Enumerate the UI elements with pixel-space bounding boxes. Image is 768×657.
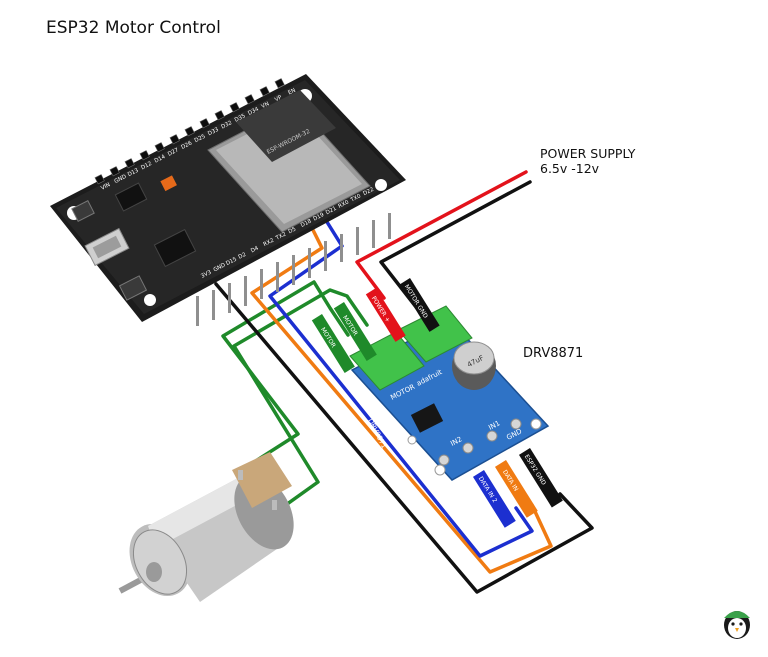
motor-green-wire-1 <box>221 280 350 473</box>
pin-label: TX2 <box>274 231 287 242</box>
pin-label: VP <box>274 94 284 103</box>
esp32-top-pin-labels: VIN GND D13 D12 D14 D27 D26 D25 D33 D32 … <box>100 88 297 192</box>
pin-label: GND <box>213 262 227 273</box>
pin-label: D27 <box>167 147 180 158</box>
pin-label: 3V3 <box>200 269 213 279</box>
tag-esp32-gnd <box>518 448 563 508</box>
pin-label: D34 <box>247 106 260 117</box>
power-red-wire <box>355 170 528 300</box>
pin-label: D5 <box>288 226 298 235</box>
pin-label: D2 <box>238 252 248 261</box>
esp32-gnd-black-wire <box>214 282 594 594</box>
data-orange-wire <box>250 226 553 574</box>
pin-label: D18 <box>300 218 313 229</box>
driver-module-text: DRV8871 <box>366 417 388 450</box>
esp32-board-icon: VIN GND D13 D12 D14 D27 D26 D25 D33 D32 … <box>50 74 406 326</box>
data-blue-wire <box>268 220 534 558</box>
tag-power-plus <box>365 288 406 342</box>
tag-data-in <box>494 460 538 518</box>
power-supply-voltage: 6.5v -12v <box>540 161 600 176</box>
pin-label: D25 <box>194 133 207 144</box>
penguin-logo-icon <box>724 611 750 639</box>
motor-icon <box>118 452 294 602</box>
pin-label: D14 <box>154 154 167 165</box>
pin-label: D19 <box>312 212 325 223</box>
pin-label: EN <box>287 88 296 97</box>
pin-label: TX0 <box>349 193 363 204</box>
diagram-title: ESP32 Motor Control <box>46 18 221 38</box>
pin-label: D32 <box>220 120 233 130</box>
driver-pin-pads <box>438 418 522 466</box>
tag-motor-1 <box>311 314 355 373</box>
pin-label: D33 <box>207 127 220 138</box>
power-black-wire <box>379 180 532 332</box>
pin-label: RX0 <box>337 199 350 210</box>
esp32-top-pin-row <box>94 78 285 185</box>
pin-label: D15 <box>225 256 238 267</box>
power-supply-title: POWER SUPPLY <box>540 146 636 161</box>
pin-label: D23 <box>375 180 388 191</box>
pin-label: D26 <box>180 140 193 151</box>
pin-label: D35 <box>234 113 247 124</box>
pin-label: RX2 <box>263 238 276 248</box>
esp32-bottom-pin-labels: 3V3 GND D15 D2 D4 RX2 TX2 D5 D18 D19 D21… <box>200 180 388 280</box>
driver-board-icon: 47uF DRV8871 MOTOR adafruit IN2 IN1 GND <box>349 305 550 481</box>
esp32-header-pins <box>196 213 391 326</box>
pin-label: VN <box>261 101 271 110</box>
pin-label: D4 <box>250 245 260 254</box>
power-supply-label: POWER SUPPLY 6.5v -12v <box>540 146 635 176</box>
driver-label: DRV8871 <box>523 346 584 361</box>
pin-label: D12 <box>140 161 153 171</box>
tag-data-in-2 <box>472 470 516 528</box>
pin-label: D22 <box>362 187 375 197</box>
driver-chip <box>410 403 444 433</box>
tag-motor-2 <box>333 302 377 361</box>
pin-label: D21 <box>325 206 338 216</box>
tag-motor-gnd <box>399 278 440 332</box>
pin-label: D13 <box>127 167 140 178</box>
pin-label: VIN <box>100 182 111 192</box>
pin-label: GND <box>114 174 128 185</box>
motor-green-wire-2 <box>232 288 369 514</box>
